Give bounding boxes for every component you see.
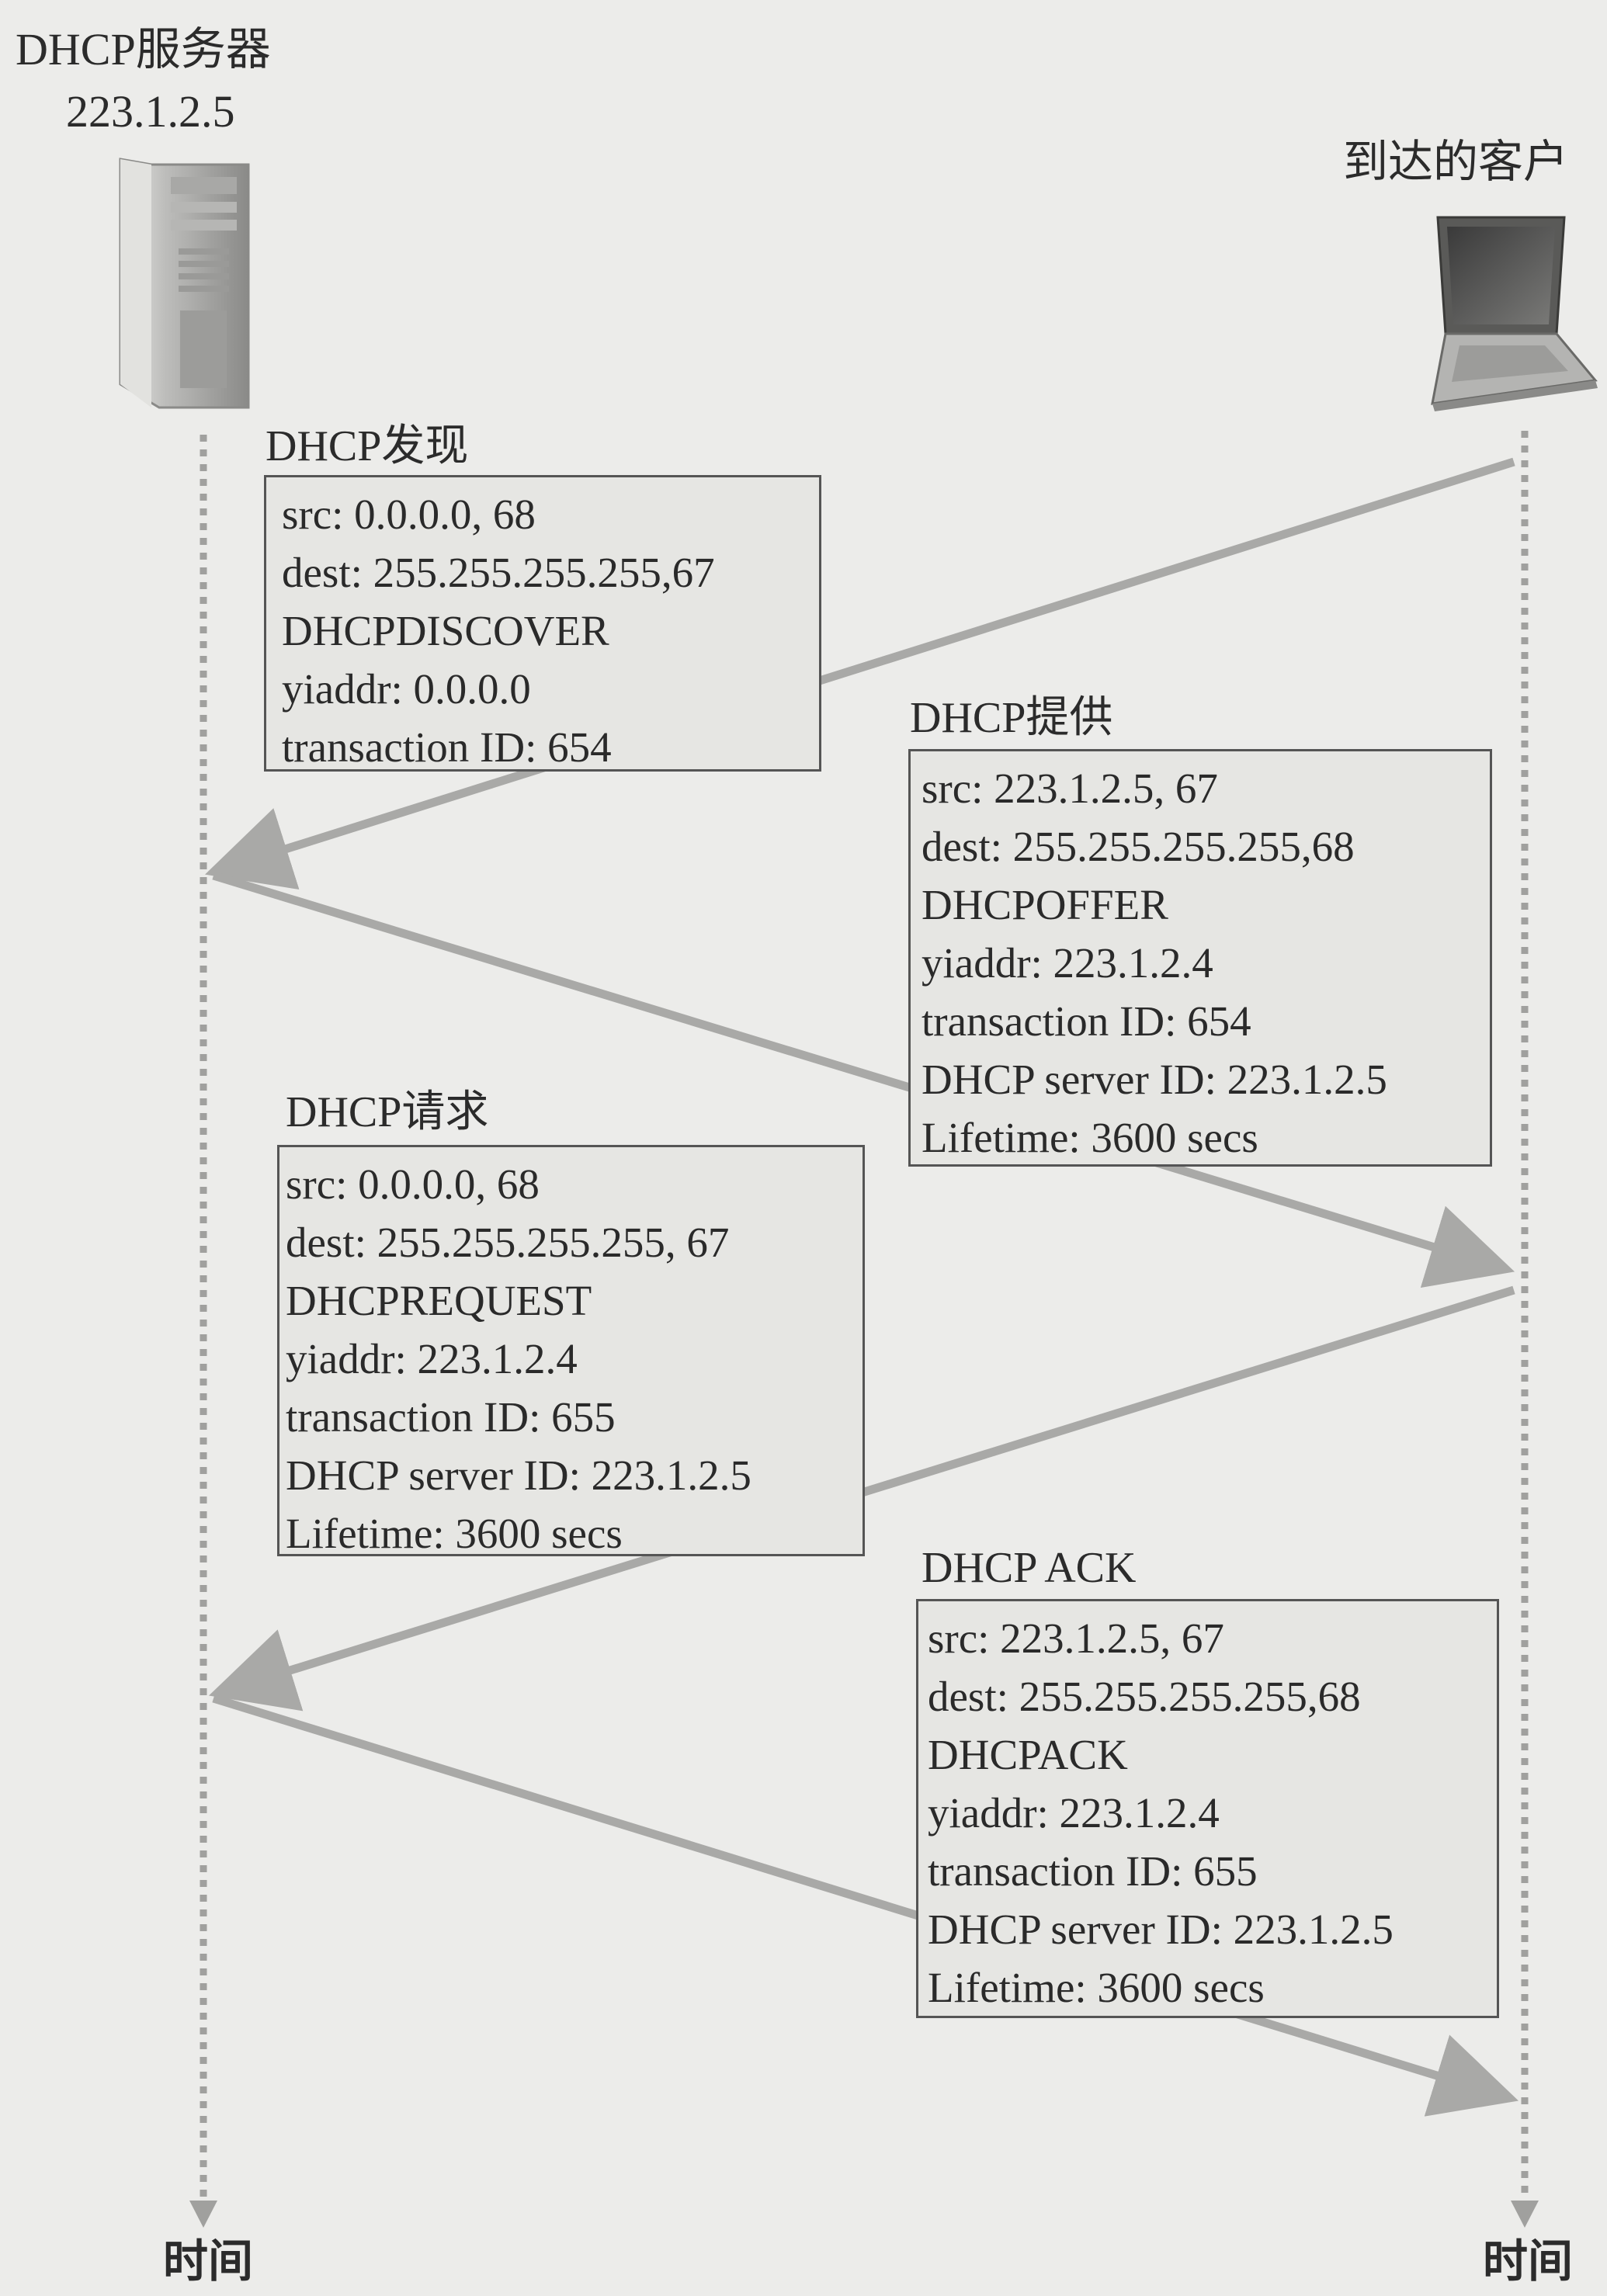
request-line: yiaddr: 223.1.2.4 (286, 1330, 863, 1388)
offer-line: DHCP server ID: 223.1.2.5 (922, 1050, 1490, 1108)
ack-label: DHCP ACK (922, 1546, 1136, 1590)
offer-box: src: 223.1.2.5, 67 dest: 255.255.255.255… (908, 749, 1492, 1167)
server-tower-icon (120, 159, 248, 408)
client-time-label: 时间 (1483, 2239, 1573, 2284)
request-line: src: 0.0.0.0, 68 (286, 1155, 863, 1213)
discover-box: src: 0.0.0.0, 68 dest: 255.255.255.255,6… (264, 475, 821, 772)
ack-line: DHCP server ID: 223.1.2.5 (928, 1900, 1497, 1958)
client-timeline (1511, 431, 1539, 2228)
server-ip: 223.1.2.5 (66, 89, 235, 134)
request-label: DHCP请求 (286, 1091, 488, 1134)
offer-line: dest: 255.255.255.255,68 (922, 817, 1490, 876)
ack-line: Lifetime: 3600 secs (928, 1958, 1497, 2017)
offer-line: DHCPOFFER (922, 876, 1490, 934)
discover-line: DHCPDISCOVER (282, 602, 819, 660)
discover-label: DHCP发现 (266, 425, 468, 468)
discover-line: yiaddr: 0.0.0.0 (282, 660, 819, 718)
offer-line: transaction ID: 654 (922, 992, 1490, 1050)
ack-line: yiaddr: 223.1.2.4 (928, 1784, 1497, 1842)
server-time-label: 时间 (163, 2239, 253, 2284)
ack-line: src: 223.1.2.5, 67 (928, 1609, 1497, 1667)
offer-label: DHCP提供 (910, 696, 1112, 740)
request-line: dest: 255.255.255.255, 67 (286, 1213, 863, 1271)
offer-line: Lifetime: 3600 secs (922, 1108, 1490, 1167)
ack-line: transaction ID: 655 (928, 1842, 1497, 1900)
ack-box: src: 223.1.2.5, 67 dest: 255.255.255.255… (916, 1599, 1499, 2018)
client-title: 到达的客户 (1343, 140, 1568, 185)
request-line: DHCP server ID: 223.1.2.5 (286, 1446, 863, 1504)
server-title: DHCP服务器 (16, 27, 271, 72)
laptop-icon (1432, 217, 1598, 411)
ack-line: DHCPACK (928, 1725, 1497, 1784)
discover-line: transaction ID: 654 (282, 718, 819, 776)
discover-line: dest: 255.255.255.255,67 (282, 543, 819, 602)
server-timeline (189, 435, 217, 2228)
ack-line: dest: 255.255.255.255,68 (928, 1667, 1497, 1725)
discover-line: src: 0.0.0.0, 68 (282, 485, 819, 543)
offer-line: src: 223.1.2.5, 67 (922, 759, 1490, 817)
offer-line: yiaddr: 223.1.2.4 (922, 934, 1490, 992)
request-line: Lifetime: 3600 secs (286, 1504, 863, 1562)
request-line: DHCPREQUEST (286, 1271, 863, 1330)
request-box: src: 0.0.0.0, 68 dest: 255.255.255.255, … (277, 1145, 865, 1556)
request-line: transaction ID: 655 (286, 1388, 863, 1446)
